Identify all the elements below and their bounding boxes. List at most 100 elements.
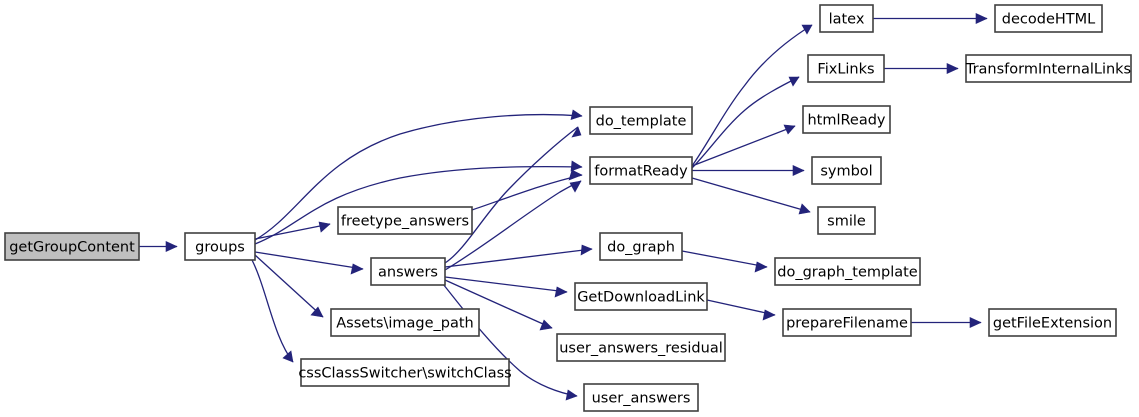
node-box[interactable] — [370, 257, 446, 286]
node-symbol[interactable]: symbol — [811, 156, 882, 185]
node-latex[interactable]: latex — [819, 4, 874, 33]
node-box[interactable] — [819, 4, 874, 33]
edge-line — [254, 113, 583, 241]
node-getGroupContent[interactable]: getGroupContent — [4, 232, 140, 261]
edge-freetype_answers-to-formatReady — [471, 169, 583, 211]
edge-formatReady-to-FixLinks — [691, 76, 800, 169]
node-box[interactable] — [330, 308, 480, 337]
node-box[interactable] — [807, 54, 885, 83]
node-TransformInternalLinks[interactable]: TransformInternalLinks — [965, 54, 1132, 83]
node-box[interactable] — [811, 156, 882, 185]
arrowhead-icon — [798, 203, 811, 215]
edge-formatReady-to-symbol — [692, 165, 805, 176]
node-answers[interactable]: answers — [370, 257, 446, 286]
node-box[interactable] — [802, 105, 891, 134]
node-box[interactable] — [774, 257, 921, 286]
arrowhead-icon — [565, 389, 578, 401]
node-decodeHTML[interactable]: decodeHTML — [994, 4, 1103, 33]
edge-answers-to-do_template — [444, 126, 582, 264]
arrowhead-icon — [754, 261, 768, 273]
edge-groups-to-do_template — [254, 109, 583, 241]
edge-line — [254, 223, 331, 240]
node-layer: getGroupContent groups freetype_answersans… — [4, 4, 1132, 412]
edge-line — [471, 174, 583, 211]
arrowhead-icon — [568, 169, 583, 181]
node-box[interactable] — [782, 308, 912, 337]
node-formatReady[interactable]: formatReady — [589, 156, 693, 185]
arrowhead-icon — [570, 109, 583, 120]
edge-formatReady-to-smile — [691, 177, 811, 215]
edge-prepareFilename-to-getFileExtension — [911, 317, 982, 328]
edge-latex-to-decodeHTML — [873, 13, 988, 24]
arrowhead-icon — [282, 350, 294, 363]
arrowhead-icon — [969, 317, 982, 328]
edge-answers-to-user_answers — [442, 283, 578, 401]
node-do_graph[interactable]: do_graph — [599, 232, 683, 261]
node-freetype_answers[interactable]: freetype_answers — [337, 206, 473, 235]
arrowhead-icon — [310, 306, 324, 318]
arrowhead-icon — [788, 76, 800, 87]
edge-line — [444, 126, 579, 264]
arrowhead-icon — [946, 63, 959, 74]
node-image_path[interactable]: Assets\image_path — [330, 308, 480, 337]
node-user_answers[interactable]: user_answers — [583, 383, 699, 412]
edge-line — [691, 125, 796, 167]
arrowhead-icon — [975, 13, 988, 24]
node-groups[interactable]: groups — [184, 232, 256, 261]
edge-line — [691, 24, 813, 167]
node-box[interactable] — [599, 232, 683, 261]
edge-getGroupContent-to-groups — [139, 241, 178, 252]
node-prepareFilename[interactable]: prepareFilename — [782, 308, 912, 337]
arrowhead-icon — [801, 24, 813, 35]
edge-line — [444, 279, 553, 329]
node-box[interactable] — [965, 54, 1132, 83]
edge-formatReady-to-latex — [691, 24, 813, 167]
edge-answers-to-formatReady — [444, 180, 582, 271]
node-smile[interactable]: smile — [817, 206, 876, 235]
node-do_template[interactable]: do_template — [589, 106, 693, 135]
node-box[interactable] — [556, 333, 726, 362]
node-box[interactable] — [4, 232, 140, 261]
node-box[interactable] — [988, 308, 1117, 337]
edge-line — [254, 254, 324, 318]
arrowhead-icon — [570, 160, 583, 172]
arrowhead-icon — [569, 180, 582, 193]
edge-line — [681, 250, 768, 268]
node-GetDownloadLink[interactable]: GetDownloadLink — [574, 282, 708, 311]
edge-answers-to-GetDownloadLink — [444, 276, 568, 298]
node-box[interactable] — [589, 106, 693, 135]
node-box[interactable] — [994, 4, 1103, 33]
arrowhead-icon — [539, 319, 553, 331]
edge-line — [251, 259, 294, 363]
node-htmlReady[interactable]: htmlReady — [802, 105, 891, 134]
arrowhead-icon — [762, 309, 776, 321]
edge-groups-to-answers — [254, 251, 364, 275]
node-getFileExtension[interactable]: getFileExtension — [988, 308, 1117, 337]
node-box[interactable] — [184, 232, 256, 261]
edge-GetDownloadLink-to-prepareFilename — [706, 299, 776, 321]
node-box[interactable] — [574, 282, 708, 311]
node-user_answers_residual[interactable]: user_answers_residual — [556, 333, 726, 362]
edge-line — [691, 177, 811, 213]
node-switchClass[interactable]: cssClassSwitcher\switchClass — [298, 358, 512, 387]
edge-line — [254, 251, 364, 270]
edge-line — [442, 283, 578, 397]
edge-line — [444, 276, 568, 293]
node-box[interactable] — [300, 358, 510, 387]
arrowhead-icon — [580, 244, 593, 256]
node-do_graph_template[interactable]: do_graph_template — [774, 257, 921, 286]
edge-line — [691, 76, 800, 169]
arrowhead-icon — [318, 221, 331, 233]
arrowhead-icon — [350, 263, 364, 275]
node-box[interactable] — [817, 206, 876, 235]
node-box[interactable] — [583, 383, 699, 412]
edge-groups-to-freetype_answers — [254, 221, 331, 240]
node-box[interactable] — [337, 206, 473, 235]
edge-layer — [139, 13, 988, 401]
arrowhead-icon — [792, 165, 805, 176]
arrowhead-icon — [783, 124, 796, 135]
node-box[interactable] — [589, 156, 693, 185]
node-FixLinks[interactable]: FixLinks — [807, 54, 885, 83]
arrowhead-icon — [571, 126, 582, 138]
